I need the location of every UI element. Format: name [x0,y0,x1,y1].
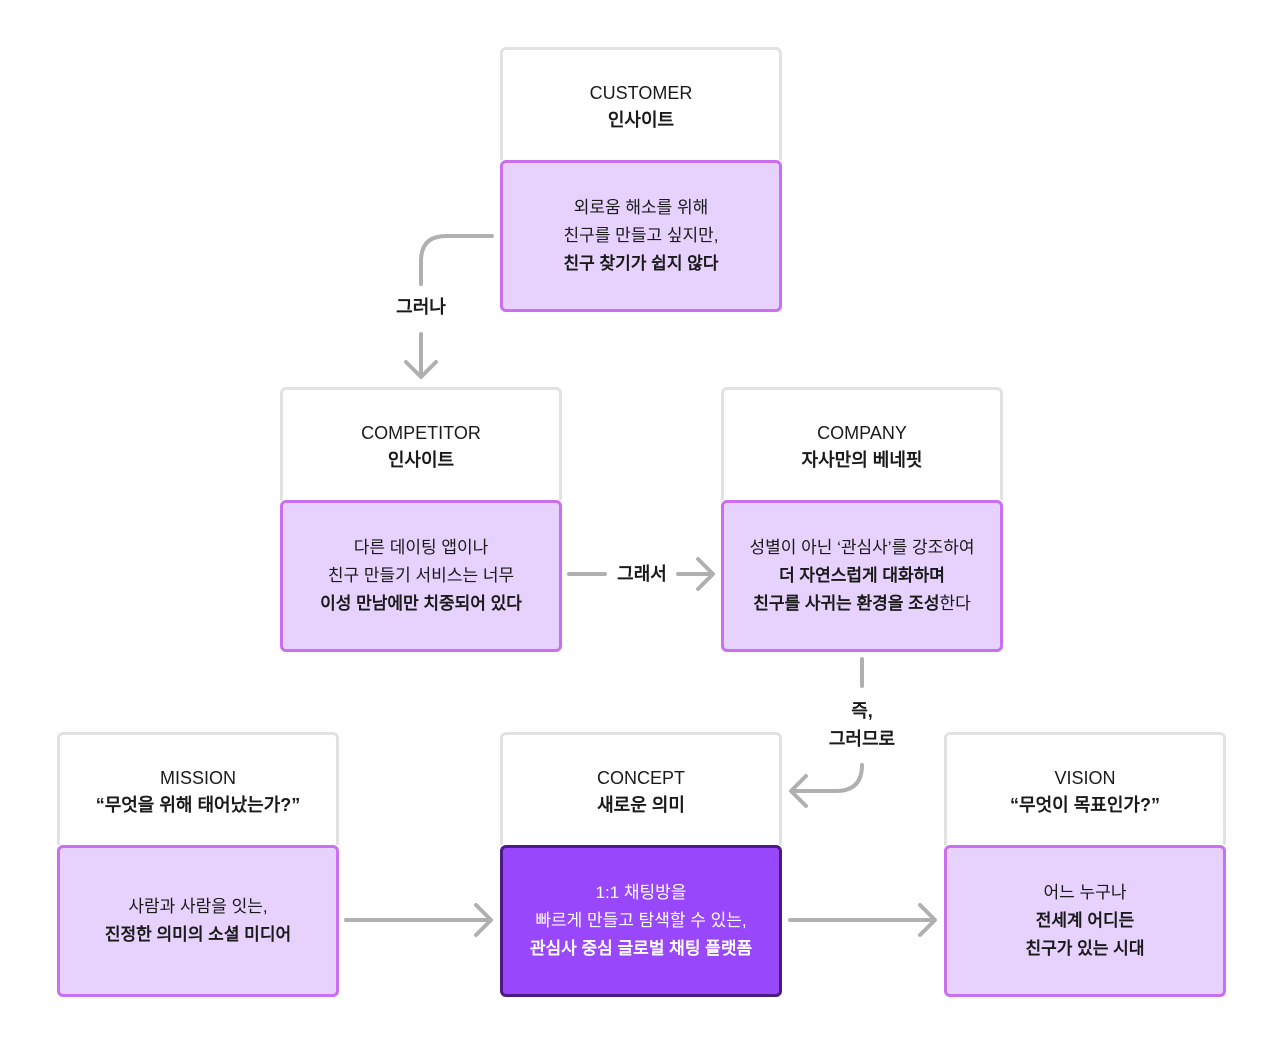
mission-card: MISSION “무엇을 위해 태어났는가?” 사람과 사람을 잇는, 진정한 … [57,732,339,997]
connector-label-that-is-line1: 즉, [851,701,873,721]
customer-card-line: 외로움 해소를 위해 [573,198,709,217]
mission-card-header: MISSION “무엇을 위해 태어났는가?” [57,732,339,845]
mission-card-line: 사람과 사람을 잇는, [128,897,268,916]
competitor-card-line: 다른 데이팅 앱이나 [353,538,489,557]
vision-card-line: 어느 누구나 [1043,883,1127,902]
company-card-line-emphasis: 더 자연스럽게 대화하며 [779,566,945,585]
company-card-line-emphasis: 친구를 사귀는 환경을 조성 [753,594,940,613]
company-card-title: COMPANY [817,423,907,443]
arrow-customer-to-competitor [419,234,494,286]
vision-card-line-emphasis: 친구가 있는 시대 [1025,939,1145,958]
concept-card-header: CONCEPT 새로운 의미 [500,732,782,845]
mission-card-body: 사람과 사람을 잇는, 진정한 의미의 소셜 미디어 [57,845,339,997]
company-card-subtitle: 자사만의 베네핏 [801,450,923,470]
connector-label-that-is-line2: 그러므로 [828,729,896,749]
connector-label-that-is: 즉, 그러므로 [829,697,895,753]
vision-card-line-emphasis: 전세계 어디든 [1035,911,1135,930]
vision-card-header: VISION “무엇이 목표인가?” [944,732,1226,845]
competitor-card-line-emphasis: 이성 만남에만 치중되어 있다 [320,594,522,613]
connector-label-therefore: 그래서 [617,564,667,584]
competitor-card: COMPETITOR 인사이트 다른 데이팅 앱이나 친구 만들기 서비스는 너… [280,387,562,652]
concept-card: CONCEPT 새로운 의미 1:1 채팅방을 빠르게 만들고 탐색할 수 있는… [500,732,782,997]
concept-card-line-emphasis: 관심사 중심 글로벌 채팅 플랫폼 [529,939,753,958]
customer-card-title: CUSTOMER [589,83,693,103]
competitor-card-body: 다른 데이팅 앱이나 친구 만들기 서비스는 너무 이성 만남에만 치중되어 있… [280,500,562,652]
arrow-competitor-to-company-head [696,557,715,591]
vision-card-title: VISION [1054,768,1116,788]
company-card-line-mixed: 친구를 사귀는 환경을 조성한다 [753,590,971,618]
customer-card-subtitle: 인사이트 [607,110,675,130]
arrow-customer-to-competitor-head [404,360,438,379]
competitor-card-subtitle: 인사이트 [387,450,455,470]
arrow-concept-to-vision-head [918,903,937,937]
concept-card-line: 1:1 채팅방을 [595,883,687,902]
connector-label-however: 그러나 [396,297,446,317]
mission-card-title: MISSION [159,768,236,788]
customer-card-line-emphasis: 친구 찾기가 쉽지 않다 [563,254,719,273]
company-card-header: COMPANY 자사만의 베네핏 [721,387,1003,500]
arrow-company-to-concept-head [789,774,808,808]
company-card-body: 성별이 아닌 ‘관심사’를 강조하여 더 자연스럽게 대화하며 친구를 사귀는 … [721,500,1003,652]
customer-card-header: CUSTOMER 인사이트 [500,47,782,160]
concept-card-subtitle: 새로운 의미 [597,795,685,815]
mission-card-subtitle: “무엇을 위해 태어났는가?” [95,795,301,815]
concept-card-title: CONCEPT [596,768,685,788]
competitor-card-line: 친구 만들기 서비스는 너무 [327,566,515,585]
arrow-mission-to-concept-head [474,903,493,937]
company-card-line: 성별이 아닌 ‘관심사’를 강조하여 [749,538,975,557]
customer-card-body: 외로움 해소를 위해 친구를 만들고 싶지만, 친구 찾기가 쉽지 않다 [500,160,782,312]
competitor-card-header: COMPETITOR 인사이트 [280,387,562,500]
company-card: COMPANY 자사만의 베네핏 성별이 아닌 ‘관심사’를 강조하여 더 자연… [721,387,1003,652]
competitor-card-title: COMPETITOR [361,423,481,443]
vision-card: VISION “무엇이 목표인가?” 어느 누구나 전세계 어디든 친구가 있는… [944,732,1226,997]
mission-card-line-emphasis: 진정한 의미의 소셜 미디어 [104,925,292,944]
arrow-company-to-concept-curve [790,763,864,793]
vision-card-subtitle: “무엇이 목표인가?” [1010,795,1160,815]
concept-card-line: 빠르게 만들고 탐색할 수 있는, [535,911,747,930]
vision-card-body: 어느 누구나 전세계 어디든 친구가 있는 시대 [944,845,1226,997]
customer-card: CUSTOMER 인사이트 외로움 해소를 위해 친구를 만들고 싶지만, 친구… [500,47,782,312]
company-card-line-suffix: 한다 [939,594,971,613]
concept-card-body: 1:1 채팅방을 빠르게 만들고 탐색할 수 있는, 관심사 중심 글로벌 채팅… [500,845,782,997]
customer-card-line: 친구를 만들고 싶지만, [563,226,719,245]
